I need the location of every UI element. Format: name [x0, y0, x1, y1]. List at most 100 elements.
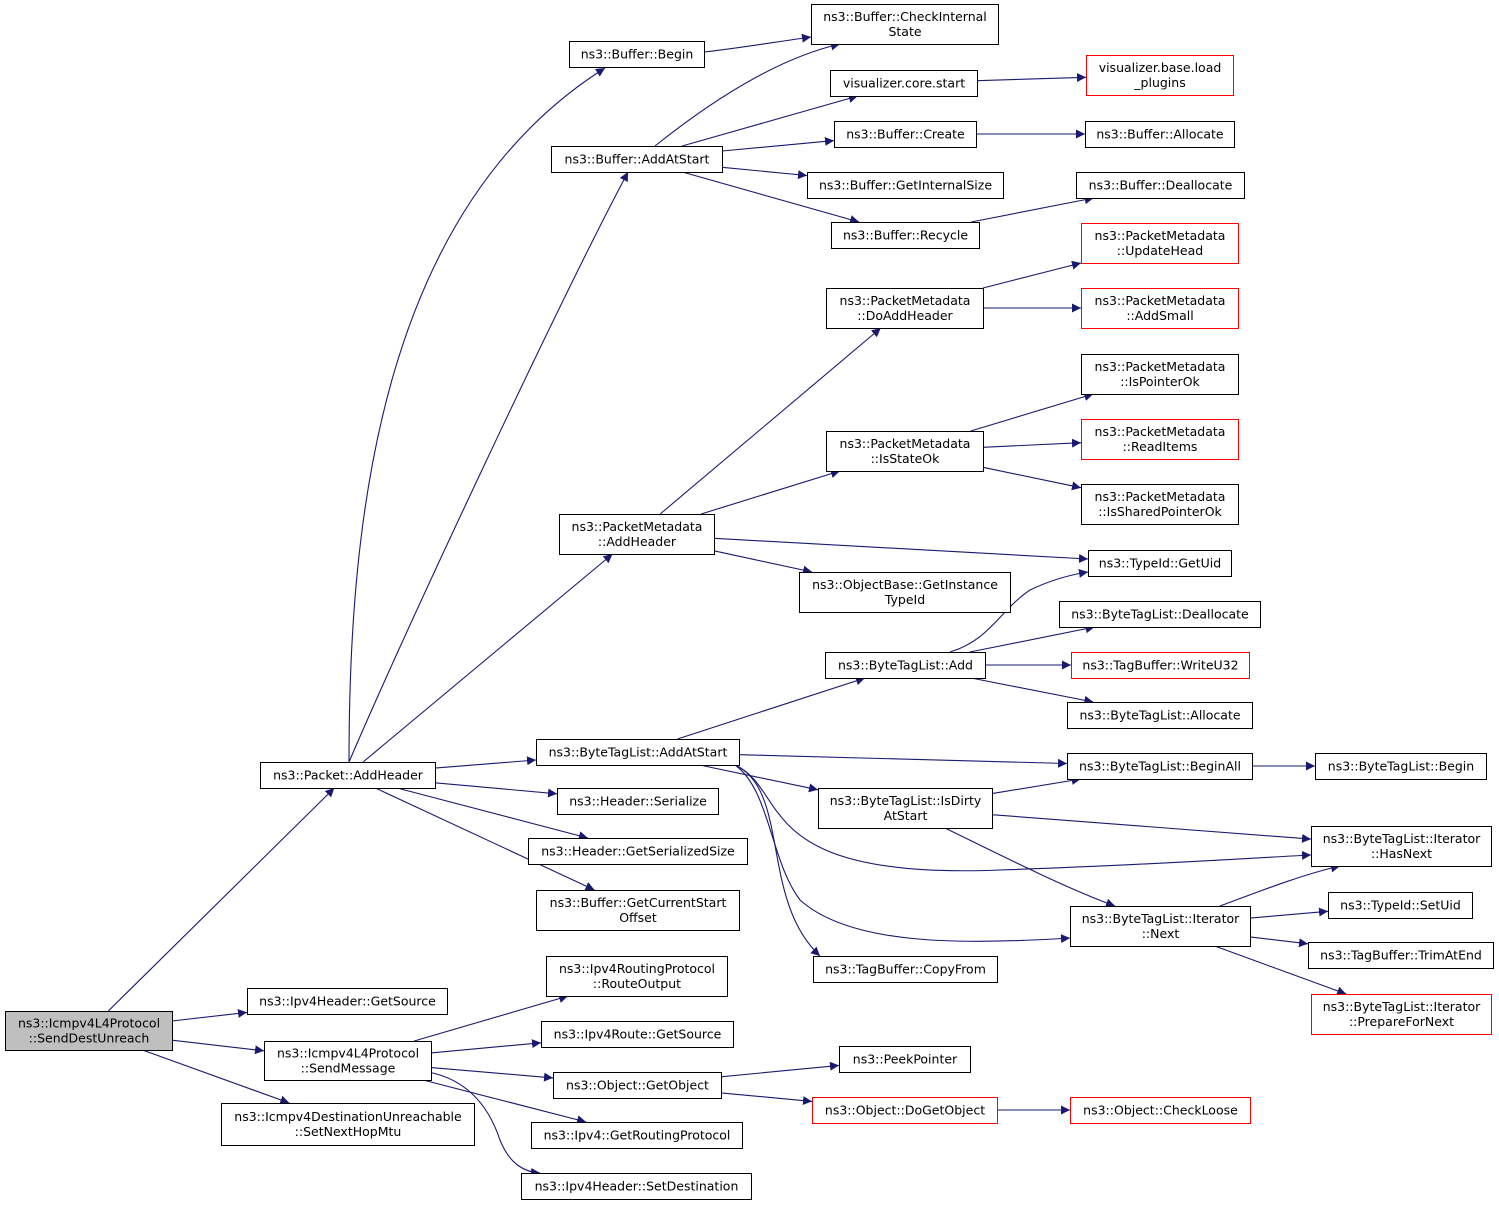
node-btl-begin[interactable]: ns3::ByteTagList::Begin	[1315, 753, 1487, 780]
node-label-line: ns3::Header::GetSerializedSize	[541, 844, 735, 859]
edge-btl_add-to-typeid_getuid	[949, 568, 1089, 653]
node-box	[221, 1103, 475, 1146]
node-tagbuffer-writeu32[interactable]: ns3::TagBuffer::WriteU32	[1071, 652, 1250, 679]
node-btl-addatstart[interactable]: ns3::ByteTagList::AddAtStart	[536, 739, 740, 766]
node-box	[264, 1041, 432, 1081]
node-btl-deallocate[interactable]: ns3::ByteTagList::Deallocate	[1059, 601, 1261, 628]
node-pm-doaddheader[interactable]: ns3::PacketMetadata::DoAddHeader	[826, 288, 984, 329]
node-label-line: ns3::TypeId::GetUid	[1099, 556, 1221, 571]
node-label-line: ns3::Ipv4Header::SetDestination	[535, 1179, 739, 1194]
node-box	[834, 121, 977, 148]
node-typeid-setuid[interactable]: ns3::TypeId::SetUid	[1328, 892, 1473, 919]
edge-pm_isstateok-to-pm_readitems	[982, 438, 1082, 448]
node-label-line: ns3::PacketMetadata	[1095, 228, 1226, 243]
edge-pm_addheader-to-pm_isstateok	[700, 469, 841, 515]
node-peekpointer[interactable]: ns3::PeekPointer	[839, 1046, 971, 1073]
node-tagbuffer-copyfrom[interactable]: ns3::TagBuffer::CopyFrom	[813, 956, 998, 983]
node-pm-issharedpointerok[interactable]: ns3::PacketMetadata::IsSharedPointerOk	[1081, 484, 1239, 525]
node-box	[1315, 753, 1487, 780]
node-typeid-getuid[interactable]: ns3::TypeId::GetUid	[1088, 550, 1232, 577]
edge-btl_isdirtyatstart-to-btl_beginall	[991, 776, 1081, 795]
node-btl-add[interactable]: ns3::ByteTagList::Add	[825, 652, 986, 679]
node-ipv4-getroutingprotocol[interactable]: ns3::Ipv4::GetRoutingProtocol	[531, 1122, 743, 1149]
node-object-getobject[interactable]: ns3::Object::GetObject	[553, 1072, 722, 1099]
node-label-line: ns3::PacketMetadata	[1095, 359, 1226, 374]
node-buffer-deallocate[interactable]: ns3::Buffer::Deallocate	[1076, 172, 1245, 199]
edge-visualizer_core_start-to-visualizer_base_load_plugins	[976, 73, 1087, 83]
node-label-line: ns3::PacketMetadata	[572, 519, 703, 534]
edge-btl_addatstart-to-btl_iterator_hasnext	[734, 764, 1312, 872]
edge-btl_addatstart-to-btl_beginall	[738, 754, 1068, 768]
node-label-line: ns3::TagBuffer::TrimAtEnd	[1320, 948, 1482, 963]
edge-btl_iterator_next-to-typeid_setuid	[1249, 907, 1329, 919]
node-buffer-create[interactable]: ns3::Buffer::Create	[834, 121, 977, 148]
node-ipv4route-getsource[interactable]: ns3::Ipv4Route::GetSource	[541, 1021, 734, 1048]
edge-sendmessage-to-ipv4_getroutingprotocol	[422, 1079, 587, 1125]
node-setnexthopmtu[interactable]: ns3::Icmpv4DestinationUnreachable::SetNe…	[221, 1103, 475, 1146]
node-btl-allocate[interactable]: ns3::ByteTagList::Allocate	[1067, 702, 1253, 729]
node-header-getserializedsize[interactable]: ns3::Header::GetSerializedSize	[528, 838, 748, 865]
node-btl-iterator-preparefornext[interactable]: ns3::ByteTagList::Iterator::PrepareForNe…	[1311, 994, 1492, 1035]
edge-sendmessage-to-object_getobject	[430, 1067, 554, 1082]
node-label-line: ns3::Buffer::GetCurrentStart	[550, 895, 727, 910]
node-buffer-allocate[interactable]: ns3::Buffer::Allocate	[1085, 121, 1235, 148]
node-label-line: ns3::PacketMetadata	[1095, 424, 1226, 439]
node-buffer-begin[interactable]: ns3::Buffer::Begin	[569, 41, 705, 68]
node-buffer-addatstart[interactable]: ns3::Buffer::AddAtStart	[551, 146, 723, 173]
node-tagbuffer-trimatend[interactable]: ns3::TagBuffer::TrimAtEnd	[1308, 942, 1494, 969]
node-pm-ispointerok[interactable]: ns3::PacketMetadata::IsPointerOk	[1081, 354, 1239, 395]
node-packet-addheader[interactable]: ns3::Packet::AddHeader	[260, 762, 436, 789]
node-box	[812, 1097, 998, 1124]
node-visualizer-base-load-plugins[interactable]: visualizer.base.load_plugins	[1086, 55, 1234, 96]
node-box	[1070, 906, 1251, 947]
node-box	[247, 988, 448, 1015]
edge-root-to-sendmessage	[171, 1039, 265, 1055]
node-buffer-recycle[interactable]: ns3::Buffer::Recycle	[831, 222, 980, 249]
node-box	[818, 788, 993, 829]
node-label-line: ns3::Buffer::CheckInternal	[823, 9, 987, 24]
node-ipv4header-getsource[interactable]: ns3::Ipv4Header::GetSource	[247, 988, 448, 1015]
node-label-line: TypeId	[884, 592, 925, 607]
node-btl-iterator-next[interactable]: ns3::ByteTagList::Iterator::Next	[1070, 906, 1251, 947]
node-pm-updatehead[interactable]: ns3::PacketMetadata::UpdateHead	[1081, 223, 1239, 264]
node-pm-isstateok[interactable]: ns3::PacketMetadata::IsStateOk	[826, 431, 984, 472]
node-ipv4rp-routeoutput[interactable]: ns3::Ipv4RoutingProtocol::RouteOutput	[546, 956, 728, 997]
node-box	[536, 890, 740, 931]
node-label-line: ::AddHeader	[598, 534, 677, 549]
node-label-line: AtStart	[884, 808, 928, 823]
node-pm-addsmall[interactable]: ns3::PacketMetadata::AddSmall	[1081, 288, 1239, 329]
node-label-line: ns3::TagBuffer::WriteU32	[1082, 658, 1238, 673]
node-sendmessage[interactable]: ns3::Icmpv4L4Protocol::SendMessage	[264, 1041, 432, 1081]
node-header-serialize[interactable]: ns3::Header::Serialize	[557, 788, 719, 815]
node-box	[528, 838, 748, 865]
node-box	[813, 956, 998, 983]
node-btl-beginall[interactable]: ns3::ByteTagList::BeginAll	[1067, 753, 1253, 780]
node-pm-addheader[interactable]: ns3::PacketMetadata::AddHeader	[559, 514, 715, 555]
edge-buffer_recycle-to-buffer_deallocate	[971, 195, 1094, 223]
node-label-line: ::IsPointerOk	[1120, 374, 1200, 389]
edge-packet_addheader-to-buffer_getcurrentstartoffset	[375, 787, 595, 891]
node-buffer-getinternalsize[interactable]: ns3::Buffer::GetInternalSize	[807, 172, 1004, 199]
node-box	[5, 1011, 173, 1051]
node-btl-iterator-hasnext[interactable]: ns3::ByteTagList::Iterator::HasNext	[1311, 826, 1492, 867]
node-pm-readitems[interactable]: ns3::PacketMetadata::ReadItems	[1081, 419, 1239, 460]
node-ipv4header-setdestination[interactable]: ns3::Ipv4Header::SetDestination	[521, 1173, 752, 1200]
node-label-line: ns3::Icmpv4L4Protocol	[18, 1016, 160, 1031]
edge-pm_addheader-to-typeid_getuid	[713, 537, 1089, 563]
node-label-line: ns3::ByteTagList::Iterator	[1323, 999, 1481, 1014]
edge-btl_isdirtyatstart-to-btl_iterator_hasnext	[991, 814, 1312, 843]
node-label-line: ns3::Icmpv4L4Protocol	[277, 1046, 419, 1061]
node-box	[1067, 753, 1253, 780]
node-root[interactable]: ns3::Icmpv4L4Protocol::SendDestUnreach	[5, 1011, 173, 1051]
edge-root-to-ipv4header_getsource	[171, 1008, 248, 1022]
node-object-checkloose[interactable]: ns3::Object::CheckLoose	[1070, 1097, 1251, 1124]
node-visualizer-core-start[interactable]: visualizer.core.start	[830, 70, 978, 97]
edge-pm_doaddheader-to-pm_updatehead	[982, 260, 1082, 289]
node-box	[1081, 223, 1239, 264]
node-object-dogetobject[interactable]: ns3::Object::DoGetObject	[812, 1097, 998, 1124]
node-label-line: ::HasNext	[1371, 846, 1432, 861]
